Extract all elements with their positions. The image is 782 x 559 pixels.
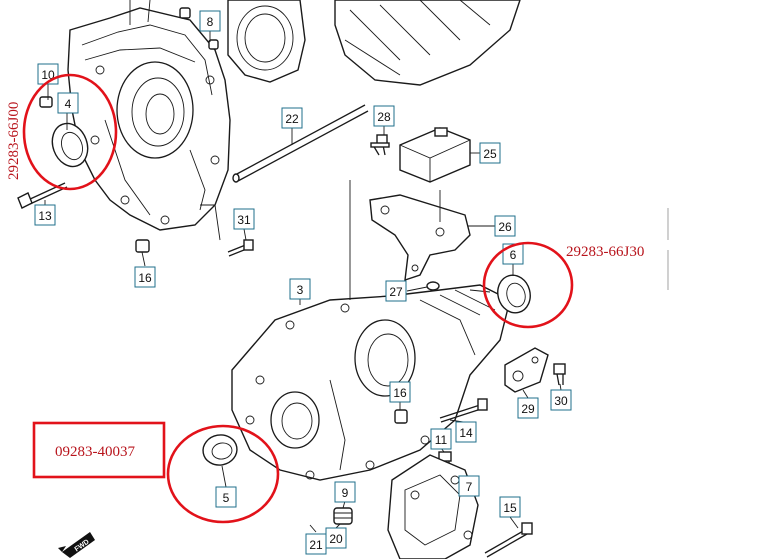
svg-text:26: 26 xyxy=(498,220,512,234)
dowel-pin-16b-drawing xyxy=(394,409,408,424)
callout-14: 14 xyxy=(455,421,477,443)
bolt-15-drawing xyxy=(484,522,533,558)
part-number-29283-66J30: 29283-66J30 xyxy=(566,244,644,260)
bolt-30-drawing xyxy=(553,363,566,386)
gasket-drawing xyxy=(227,0,306,83)
svg-text:22: 22 xyxy=(285,112,299,126)
svg-text:21: 21 xyxy=(309,538,323,552)
svg-text:14: 14 xyxy=(459,426,473,440)
highlight-box-09283 xyxy=(32,421,166,479)
bolt-31-drawing xyxy=(227,239,254,257)
sensor-module-25-drawing xyxy=(399,127,471,183)
highlight-seal-4 xyxy=(22,73,118,191)
svg-text:29: 29 xyxy=(521,402,535,416)
svg-text:8: 8 xyxy=(207,15,214,29)
bracket-26-drawing xyxy=(369,190,471,282)
svg-text:3: 3 xyxy=(297,283,304,297)
plug-9-drawing xyxy=(333,507,353,525)
oil-seal-6-drawing xyxy=(497,274,531,314)
svg-text:5: 5 xyxy=(223,491,230,505)
callout-30: 30 xyxy=(550,389,572,411)
svg-text:15: 15 xyxy=(503,501,517,515)
svg-text:16: 16 xyxy=(393,386,407,400)
bolt-14-drawing xyxy=(439,398,488,423)
svg-text:7: 7 xyxy=(466,480,473,494)
bracket-29-drawing xyxy=(504,347,549,393)
svg-text:25: 25 xyxy=(483,147,497,161)
fwd-label: FWD xyxy=(74,539,91,554)
svg-text:31: 31 xyxy=(237,213,251,227)
callout-8: 8 xyxy=(199,10,221,32)
callout-5: 5 xyxy=(215,486,237,508)
callout-13: 13 xyxy=(34,204,56,226)
svg-text:16: 16 xyxy=(138,271,152,285)
callout-15: 15 xyxy=(499,496,521,518)
svg-text:30: 30 xyxy=(554,394,568,408)
svg-text:11: 11 xyxy=(435,433,448,447)
callout-28: 28 xyxy=(373,105,395,127)
svg-text:13: 13 xyxy=(38,209,52,223)
callout-4: 4 xyxy=(57,92,79,114)
callout-9: 9 xyxy=(334,481,356,503)
highlight-seal-6 xyxy=(482,241,574,329)
rear-extension-drawing xyxy=(334,0,521,86)
main-housing-3-drawing xyxy=(231,284,511,481)
shaft-22-drawing xyxy=(232,104,369,183)
callout-26: 26 xyxy=(494,215,516,237)
svg-text:20: 20 xyxy=(329,532,343,546)
svg-text:9: 9 xyxy=(342,486,349,500)
cover-7-drawing xyxy=(387,454,479,559)
svg-text:27: 27 xyxy=(389,285,403,299)
oil-seal-5-drawing xyxy=(202,434,238,466)
callout-20: 20 xyxy=(325,527,347,549)
bolt-13-drawing xyxy=(17,182,68,209)
callout-6: 6 xyxy=(502,243,524,265)
highlight-seal-5 xyxy=(166,424,280,524)
callout-27: 27 xyxy=(385,280,407,302)
part-number-29283-66J00: 29283-66J00 xyxy=(6,102,22,180)
dowel-pin-drawing xyxy=(39,7,219,253)
fwd-arrow-icon: FWD xyxy=(58,532,95,558)
oil-seal-4-drawing xyxy=(51,122,89,168)
callout-31: 31 xyxy=(233,208,255,230)
callout-16a: 16 xyxy=(134,266,156,288)
nut-27-drawing xyxy=(426,281,440,291)
callout-7: 7 xyxy=(458,475,480,497)
part-number-09283-40037: 09283-40037 xyxy=(55,444,135,460)
callout-29: 29 xyxy=(517,397,539,419)
callout-21: 21 xyxy=(305,533,327,555)
callout-25: 25 xyxy=(479,142,501,164)
callout-16b: 16 xyxy=(389,381,411,403)
callout-22: 22 xyxy=(281,107,303,129)
svg-text:6: 6 xyxy=(510,248,517,262)
svg-text:28: 28 xyxy=(377,110,391,124)
callout-3: 3 xyxy=(289,278,311,300)
svg-text:4: 4 xyxy=(65,97,72,111)
callout-11: 11 xyxy=(430,428,452,450)
front-housing-drawing xyxy=(67,0,231,241)
bolt-28-drawing xyxy=(370,134,390,156)
